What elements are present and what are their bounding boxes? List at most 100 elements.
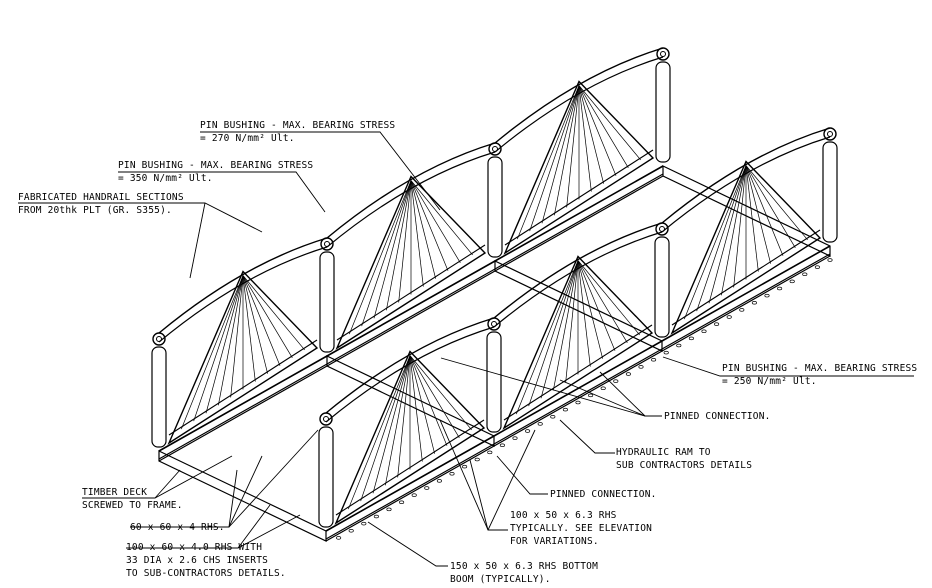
chs-insert-20 (588, 393, 594, 398)
near-truss-cable-1-11 (745, 165, 808, 241)
near-truss-cable-2-11 (577, 260, 640, 336)
label-bottom-boom-line1: 150 x 50 x 6.3 RHS BOTTOM (450, 561, 598, 572)
chs-insert-35 (399, 500, 405, 505)
near-truss-pin-1 (823, 127, 837, 141)
chs-insert-17 (625, 372, 631, 376)
chs-insert-33 (424, 486, 430, 490)
chs-insert-2 (814, 265, 820, 269)
near-truss-cable-1-4 (720, 165, 747, 296)
far-truss-cable-2-10 (410, 180, 461, 264)
near-truss-cable-2-9 (577, 260, 616, 351)
label-pin-bushing-250-line1: PIN BUSHING - MAX. BEARING STRESS (722, 363, 917, 374)
label-pin-bushing-350-line2: = 350 N/mm² Ult. (118, 173, 213, 184)
near-truss-pin-centre-2 (659, 226, 665, 232)
near-truss-pin-centre-4 (323, 416, 329, 422)
chs-insert-21 (575, 400, 581, 405)
near-truss-truss-panel-2 (502, 255, 654, 430)
chs-insert-26 (512, 436, 518, 440)
near-truss-cable-2-4 (552, 260, 579, 391)
label-pinned-connection-2: PINNED CONNECTION. (550, 489, 657, 500)
far-truss-pin-2 (488, 142, 502, 156)
chs-insert-13 (676, 343, 682, 348)
chs-insert-19 (600, 386, 606, 391)
label-pin-bushing-350-line1: PIN BUSHING - MAX. BEARING STRESS (118, 160, 313, 171)
far-truss-cable-1-9 (578, 85, 617, 176)
near-truss-cable-3-5 (397, 355, 411, 478)
chs-insert-8 (739, 308, 745, 312)
far-truss-pin-3 (320, 237, 334, 251)
far-truss-handrail-arch-2 (326, 142, 496, 239)
near-truss-pin-4 (319, 412, 333, 426)
far-truss-cable-1-5 (566, 85, 580, 208)
near-truss-hydraulic-ram-1 (822, 141, 838, 243)
near-truss-cable-3-9 (409, 355, 448, 446)
near-truss-cable-2-10 (577, 260, 628, 344)
far-truss-hydraulic-ram-1 (655, 61, 671, 163)
far-truss-cable-2-9 (410, 180, 449, 271)
far-truss-truss-panel-1 (503, 80, 655, 255)
far-truss-cable-1-10 (578, 85, 629, 169)
far-truss-pin-4 (152, 332, 166, 346)
near-truss-cable-3-3 (372, 355, 411, 494)
near-truss-cable-bar-3 (335, 419, 485, 516)
label-timber-deck-line1: TIMBER DECK (82, 487, 147, 498)
near-truss-truss-panel-3 (334, 350, 486, 525)
chs-insert-12 (688, 336, 694, 341)
label-100x60-rhs-line2: 33 DIA x 2.6 CHS INSERTS (126, 555, 268, 566)
chs-insert-18 (613, 379, 619, 383)
near-truss-cable-3-11 (409, 355, 472, 431)
chs-insert-10 (714, 322, 720, 326)
annotation-labels: PIN BUSHING - MAX. BEARING STRESS = 270 … (18, 120, 917, 585)
far-truss-hydraulic-ram-4 (151, 346, 167, 448)
far-truss-bottom-boom (158, 165, 664, 452)
near-truss-cable-3-4 (384, 355, 411, 486)
near-truss-pin-centre-3 (491, 321, 497, 327)
far-truss-cable-3-8 (242, 275, 269, 374)
far-truss-cable-2-11 (410, 180, 473, 256)
near-truss-cable-2-1 (516, 260, 579, 415)
far-truss-cable-3-5 (230, 275, 244, 398)
near-truss-cable-2-8 (577, 260, 604, 359)
chs-insert-11 (701, 329, 707, 334)
label-pin-bushing-270-line2: = 270 N/mm² Ult. (200, 133, 295, 144)
far-truss-hydraulic-ram-3 (319, 251, 335, 353)
far-truss-bottom-boom-lower (158, 173, 664, 460)
far-truss-cable-bar-1 (504, 149, 654, 246)
near-truss-cable-2-2 (528, 260, 579, 407)
far-truss-cable-1-3 (541, 85, 580, 224)
far-truss-cable-2-4 (385, 180, 412, 311)
near-truss-handrail-arch-3 (325, 317, 495, 414)
near-truss-handrail-arch-1 (661, 127, 831, 224)
near-truss-bottom-boom (325, 245, 831, 532)
chs-insert-39 (348, 528, 354, 533)
near-truss-pin-3 (487, 317, 501, 331)
label-100x60-rhs-line3: TO SUB-CONTRACTORS DETAILS. (126, 568, 286, 579)
near-truss-cable-2-5 (565, 260, 579, 383)
near-truss-truss-panel-1 (670, 160, 822, 335)
near-truss-hydraulic-ram-4 (318, 426, 334, 528)
near-truss-hydraulic-ram-3 (486, 331, 502, 433)
far-truss-cable-1-11 (578, 85, 641, 161)
chs-insert-38 (361, 521, 367, 526)
label-handrail-line2: FROM 20thk PLT (GR. S355). (18, 205, 172, 216)
label-bottom-boom-line2: BOOM (TYPICALLY). (450, 574, 551, 585)
chs-insert-22 (562, 407, 568, 412)
chs-insert-15 (651, 358, 657, 362)
far-truss-cable-2-8 (410, 180, 437, 279)
near-truss-hydraulic-ram-2 (654, 236, 670, 338)
chs-insert-27 (499, 443, 505, 448)
label-handrail-line1: FABRICATED HANDRAIL SECTIONS (18, 192, 184, 203)
leader-lines (18, 131, 914, 567)
far-truss-cable-1-7 (578, 85, 592, 192)
near-truss-pin-2 (655, 222, 669, 236)
bridge-structure (151, 47, 838, 542)
far-truss-cable-3-10 (242, 275, 293, 359)
far-truss-pin-centre-2 (492, 146, 498, 152)
near-truss-cable-1-2 (696, 165, 747, 312)
chs-insert-9 (726, 315, 732, 319)
near-truss-cable-3-2 (360, 355, 411, 502)
chs-insert-29 (474, 457, 480, 462)
deck-edge-near (325, 255, 831, 542)
